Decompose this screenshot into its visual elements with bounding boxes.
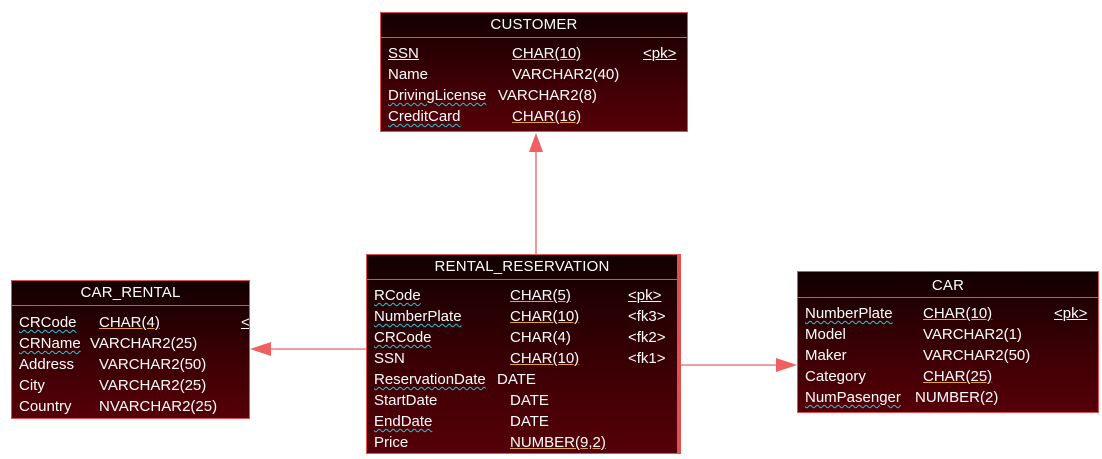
attribute-type: NVARCHAR2(25) xyxy=(99,398,218,415)
attribute-name: Maker xyxy=(805,347,847,364)
attribute-type: VARCHAR2(8) xyxy=(498,87,597,104)
attribute-key: <fk3> xyxy=(628,308,666,325)
attribute-row: EndDate DATE xyxy=(367,411,677,432)
attribute-row: DrivingLicense VARCHAR2(8) xyxy=(381,85,687,106)
attribute-row: NumPasenger NUMBER(2) xyxy=(798,387,1098,408)
attribute-row: SSN CHAR(10) <pk> xyxy=(381,43,687,64)
attribute-row: NumberPlate CHAR(10) <fk3> xyxy=(367,306,677,327)
attribute-key: <pk> xyxy=(1054,305,1088,322)
attribute-name: DrivingLicense xyxy=(388,87,487,104)
attribute-name: NumberPlate xyxy=(374,308,462,325)
attribute-name: NumberPlate xyxy=(805,305,893,322)
attribute-name: SSN xyxy=(374,350,405,367)
attribute-row: Name VARCHAR2(40) xyxy=(381,64,687,85)
attribute-name: City xyxy=(19,377,45,394)
attribute-name: Address xyxy=(19,356,75,373)
attribute-row: ReservationDate DATE xyxy=(367,369,677,390)
attribute-row: CRName VARCHAR2(25) xyxy=(12,333,249,354)
link-reservation-to-customer[interactable] xyxy=(529,133,543,254)
attribute-name: RCode xyxy=(374,287,421,304)
attribute-row: Maker VARCHAR2(50) xyxy=(798,345,1098,366)
arrowhead-customer xyxy=(529,133,543,152)
attribute-type: DATE xyxy=(510,392,549,409)
attribute-name: ReservationDate xyxy=(374,371,486,388)
attribute-type: CHAR(10) xyxy=(512,45,582,62)
attribute-row: CRCode CHAR(4) <fk2> xyxy=(367,327,677,348)
attribute-type: NUMBER(9,2) xyxy=(510,434,606,451)
attribute-name: Name xyxy=(388,66,429,83)
attribute-type: VARCHAR2(1) xyxy=(923,326,1022,343)
attribute-type: CHAR(4) xyxy=(510,329,571,346)
attribute-name: Category xyxy=(805,368,866,385)
entity-car[interactable]: CAR NumberPlate CHAR(10) <pk> Model VARC… xyxy=(797,271,1099,413)
attribute-row: Model VARCHAR2(1) xyxy=(798,324,1098,345)
attribute-type: CHAR(10) xyxy=(510,350,580,367)
attribute-row: Address VARCHAR2(50) xyxy=(12,354,249,375)
attribute-name: Price xyxy=(374,434,409,451)
attribute-row: City VARCHAR2(25) xyxy=(12,375,249,396)
attribute-type: CHAR(5) xyxy=(510,287,571,304)
entity-title: CAR xyxy=(798,272,1098,298)
entity-rental-reservation[interactable]: RENTAL_RESERVATION RCode CHAR(5) <pk> Nu… xyxy=(366,254,681,454)
attribute-type: VARCHAR2(50) xyxy=(923,347,1031,364)
attribute-name: CreditCard xyxy=(388,108,461,125)
entity-title: CUSTOMER xyxy=(381,13,687,38)
attribute-type: NUMBER(2) xyxy=(915,389,999,406)
attribute-row: SSN CHAR(10) <fk1> xyxy=(367,348,677,369)
attribute-row: RCode CHAR(5) <pk> xyxy=(367,285,677,306)
attribute-name: Model xyxy=(805,326,846,343)
attribute-key: <fk2> xyxy=(628,329,666,346)
attribute-type: CHAR(10) xyxy=(510,308,580,325)
attribute-name: CRCode xyxy=(374,329,432,346)
attribute-row: Category CHAR(25) xyxy=(798,366,1098,387)
attribute-name: EndDate xyxy=(374,413,433,430)
attribute-name: StartDate xyxy=(374,392,438,409)
attribute-row: CreditCard CHAR(16) xyxy=(381,106,687,127)
entity-title: RENTAL_RESERVATION xyxy=(367,255,677,280)
arrowhead-car xyxy=(776,358,797,372)
entity-customer[interactable]: CUSTOMER SSN CHAR(10) <pk> Name VARCHAR2… xyxy=(380,12,688,132)
attribute-type: CHAR(16) xyxy=(512,108,582,125)
attribute-type: VARCHAR2(50) xyxy=(99,356,207,373)
attribute-name: NumPasenger xyxy=(805,389,901,406)
attribute-type: VARCHAR2(40) xyxy=(512,66,620,83)
attribute-key: <fk1> xyxy=(628,350,666,367)
attribute-name: CRCode xyxy=(19,314,77,331)
attribute-type: CHAR(10) xyxy=(923,305,993,322)
attribute-row: Price NUMBER(9,2) xyxy=(367,432,677,453)
attribute-name: Country xyxy=(19,398,72,415)
entity-title: CAR_RENTAL xyxy=(12,281,249,306)
attribute-type: VARCHAR2(25) xyxy=(99,377,207,394)
attribute-name: CRName xyxy=(19,335,81,352)
attribute-type: DATE xyxy=(510,413,549,430)
attribute-type: VARCHAR2(25) xyxy=(90,335,198,352)
attribute-key: < xyxy=(241,314,250,331)
arrowhead-car-rental xyxy=(250,342,271,356)
attribute-type: CHAR(4) xyxy=(99,314,160,331)
attribute-type: CHAR(25) xyxy=(923,368,993,385)
attribute-key: <pk> xyxy=(643,45,677,62)
entity-car-rental[interactable]: CAR_RENTAL CRCode CHAR(4) < CRName VARCH… xyxy=(11,280,250,419)
link-reservation-to-car-rental[interactable] xyxy=(250,342,366,356)
attribute-row: CRCode CHAR(4) < xyxy=(12,312,249,333)
attribute-type: DATE xyxy=(497,371,536,388)
attribute-row: NumberPlate CHAR(10) <pk> xyxy=(798,303,1098,324)
link-reservation-to-car[interactable] xyxy=(681,358,797,372)
attribute-key: <pk> xyxy=(628,287,662,304)
attribute-row: StartDate DATE xyxy=(367,390,677,411)
attribute-row: Country NVARCHAR2(25) xyxy=(12,396,249,417)
attribute-name: SSN xyxy=(388,45,419,62)
